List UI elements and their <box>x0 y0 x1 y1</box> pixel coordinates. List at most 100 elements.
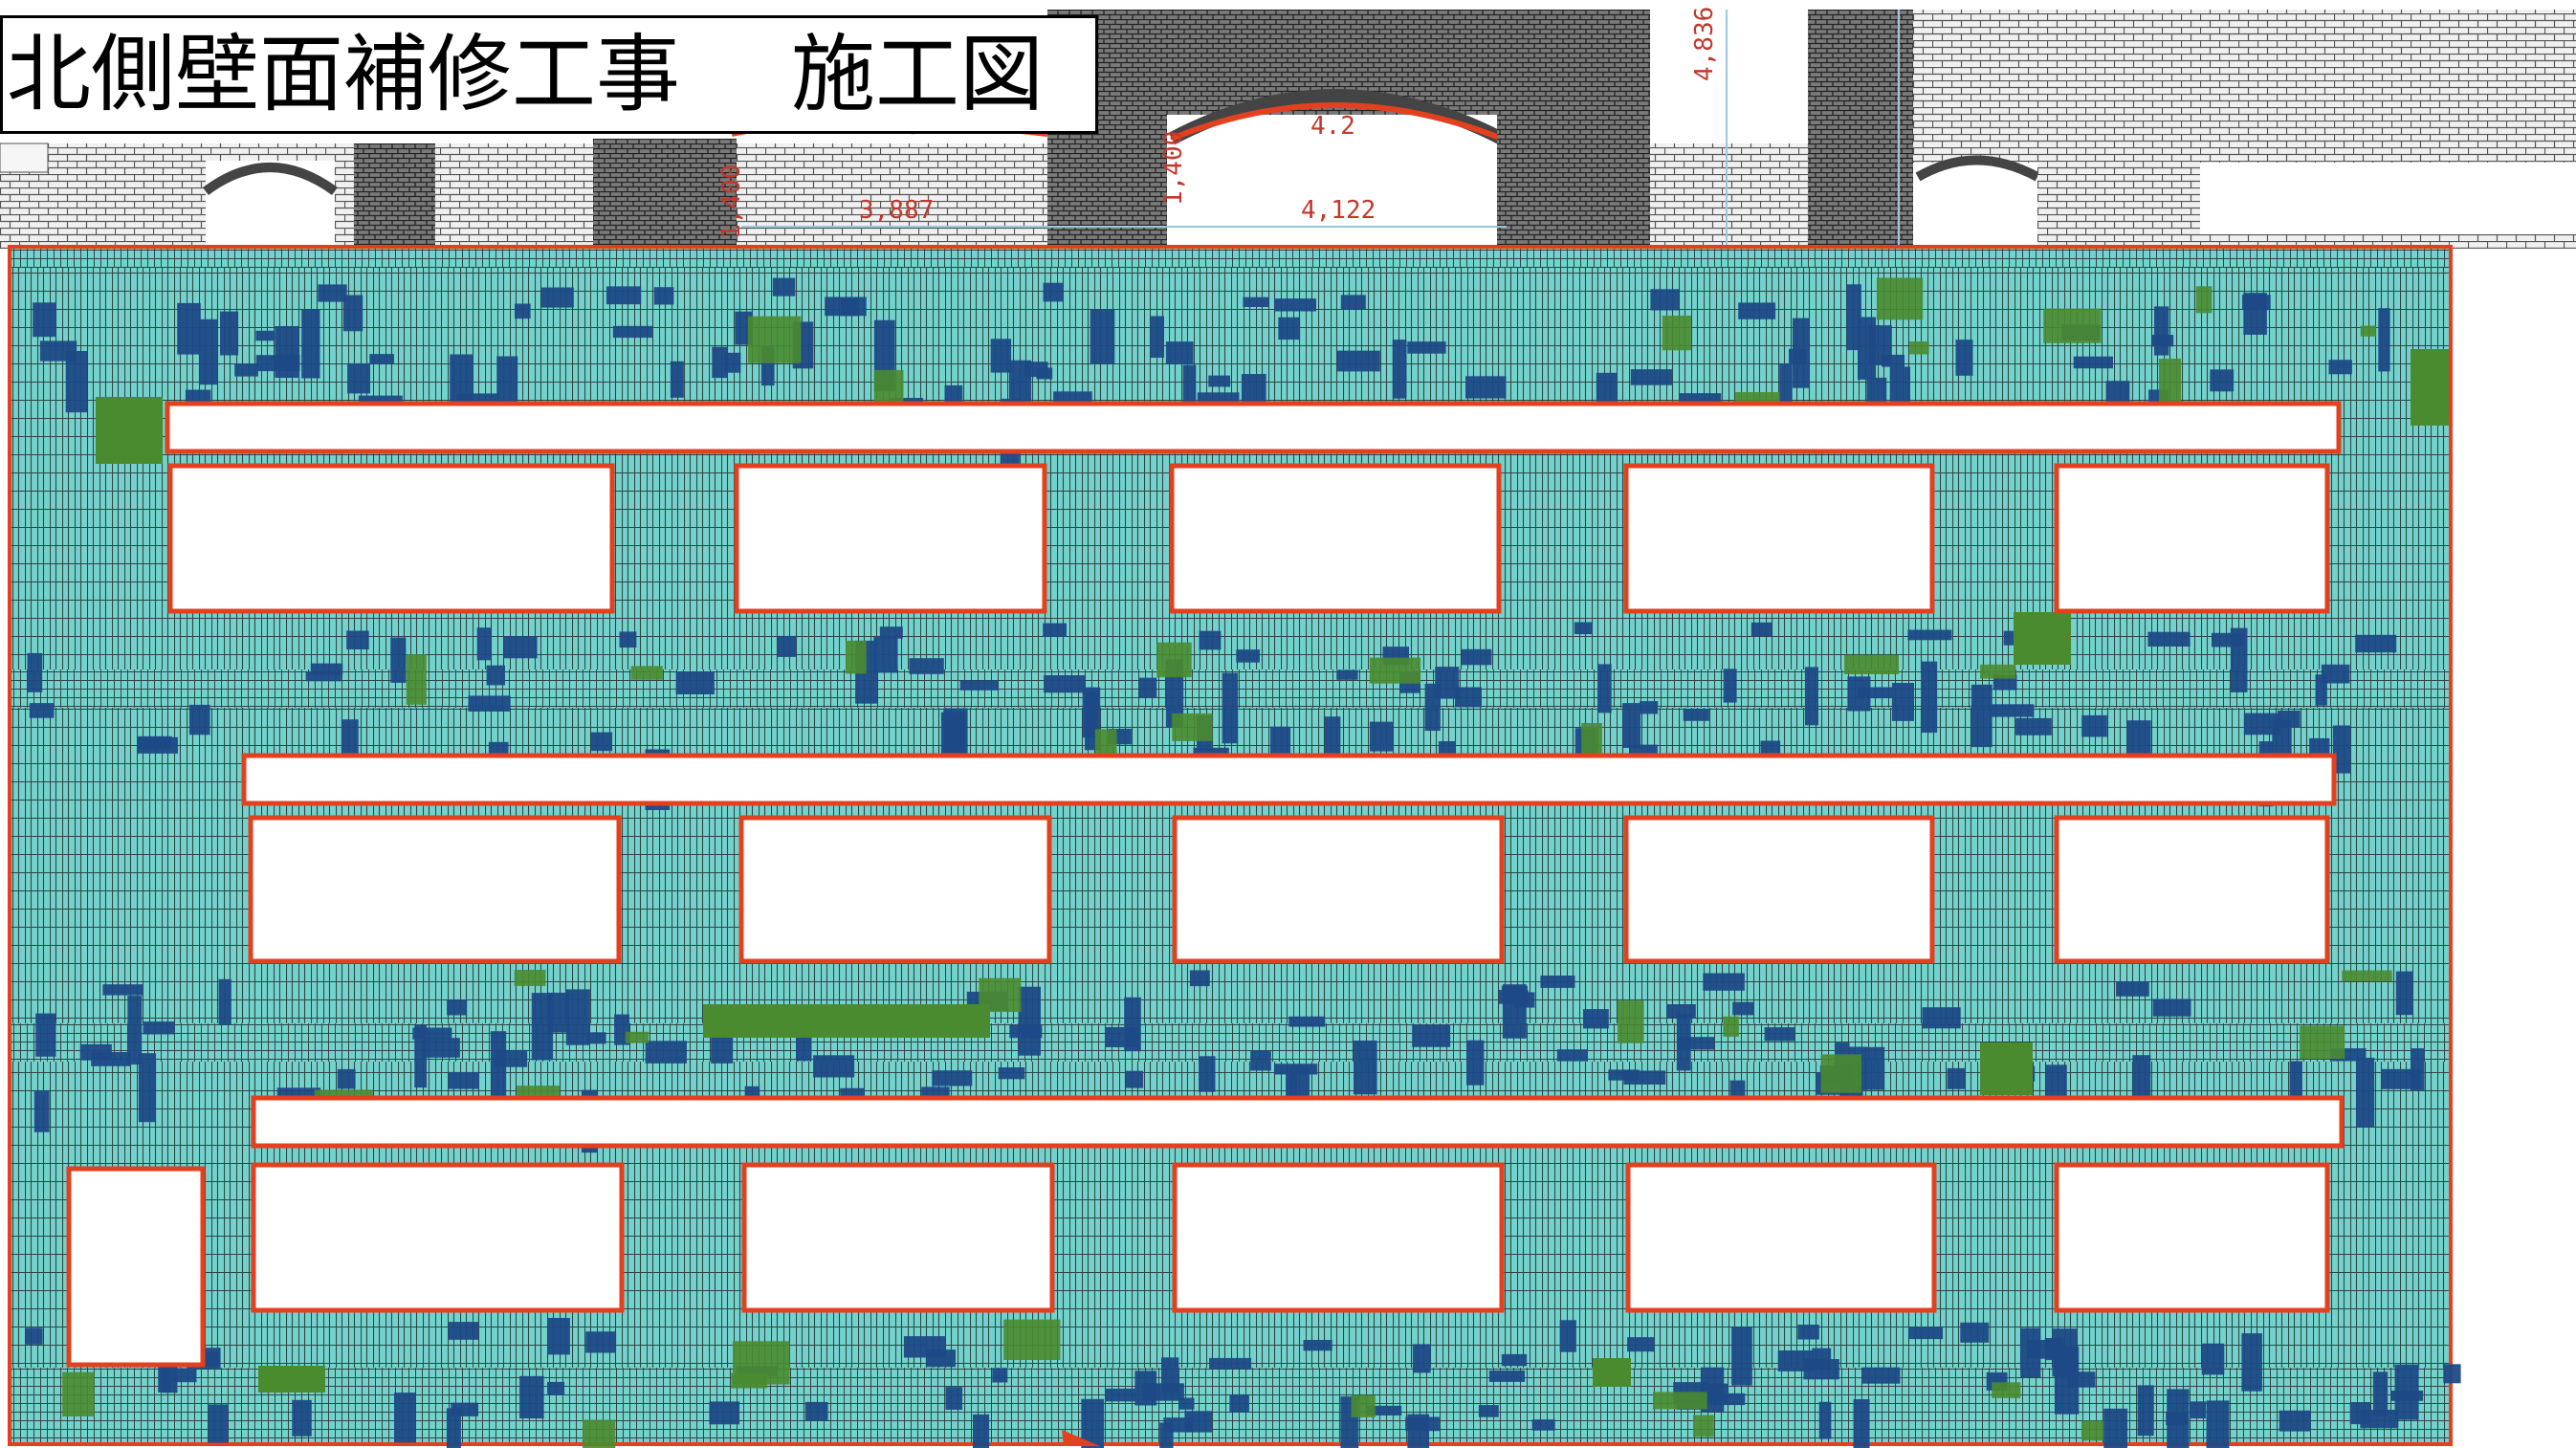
repair-mark <box>1777 1350 1814 1371</box>
repair-mark <box>137 736 178 754</box>
repair-mark <box>79 1043 112 1061</box>
repair-mark <box>476 627 492 661</box>
repair-mark <box>619 631 637 648</box>
repair-mark <box>1712 1393 1746 1406</box>
repair-mark <box>1354 1041 1377 1095</box>
repair-mark <box>1861 1367 1901 1384</box>
repair-mark <box>448 1071 479 1089</box>
window-opening <box>741 1162 1055 1313</box>
repair-mark <box>1082 691 1098 738</box>
repair-mark <box>1478 1405 1499 1417</box>
repair-mark <box>813 1055 855 1078</box>
repair-mark <box>503 636 538 659</box>
repair-mark <box>1630 369 1672 385</box>
repair-mark <box>1199 1056 1216 1092</box>
repair-mark <box>2167 1389 2190 1448</box>
repair-mark <box>390 637 407 683</box>
repair-mark <box>29 703 55 718</box>
repair-mark-green <box>1156 642 1192 678</box>
repair-mark <box>188 704 210 735</box>
repair-mark <box>1679 393 1722 404</box>
repair-mark <box>347 362 370 394</box>
repair-mark <box>2045 1064 2067 1107</box>
repair-mark-green <box>583 1419 616 1448</box>
repair-mark <box>35 1013 56 1057</box>
repair-mark-green <box>258 1366 325 1393</box>
band-opening <box>251 1095 2345 1149</box>
repair-mark-green <box>846 640 867 674</box>
repair-mark <box>1666 1004 1696 1019</box>
repair-mark <box>2394 1364 2419 1420</box>
repair-mark <box>909 658 944 674</box>
repair-mark <box>27 652 43 692</box>
repair-mark <box>1222 672 1239 744</box>
repair-mark <box>945 1387 963 1410</box>
repair-mark <box>496 356 518 409</box>
repair-mark <box>305 671 341 682</box>
repair-mark <box>1208 375 1231 387</box>
door-opening <box>66 1166 206 1368</box>
repair-mark <box>2015 717 2052 735</box>
repair-mark <box>2230 627 2248 692</box>
repair-mark <box>2081 714 2107 737</box>
repair-mark <box>2206 1400 2230 1448</box>
repair-mark <box>2137 1385 2154 1437</box>
repair-mark <box>2103 1408 2128 1448</box>
repair-mark <box>1882 354 1904 367</box>
repair-mark <box>1622 703 1641 748</box>
repair-mark-green <box>747 316 802 363</box>
repair-mark <box>2067 1371 2096 1388</box>
repair-mark-green <box>2014 612 2071 665</box>
repair-mark <box>1574 622 1593 635</box>
repair-mark-green <box>2342 970 2392 982</box>
repair-mark <box>973 1414 990 1448</box>
repair-mark <box>2356 1057 2375 1128</box>
repair-mark <box>515 303 531 319</box>
repair-mark <box>422 1038 460 1058</box>
repair-mark <box>2321 664 2350 684</box>
repair-mark <box>255 355 300 372</box>
repair-mark-green <box>2043 308 2102 343</box>
repair-mark <box>1455 687 1482 708</box>
repair-mark <box>992 1368 1008 1383</box>
window-opening <box>1625 1162 1937 1313</box>
window-opening <box>167 463 615 614</box>
repair-mark <box>1889 366 1910 408</box>
repair-mark <box>1043 623 1067 637</box>
repair-mark <box>1764 1027 1795 1042</box>
repair-mark-green <box>1351 1394 1376 1417</box>
repair-mark <box>171 1368 197 1383</box>
repair-mark <box>1703 973 1745 991</box>
repair-mark-green <box>1980 1042 2033 1095</box>
repair-mark <box>1488 1371 1526 1382</box>
repair-mark <box>39 340 77 362</box>
repair-mark-green <box>2300 1025 2345 1060</box>
repair-mark-green <box>1693 1415 1714 1437</box>
repair-mark <box>2126 720 2151 754</box>
repair-mark <box>1105 1388 1136 1402</box>
repair-mark-green <box>96 397 163 464</box>
dimension-label: 3,887 <box>859 196 934 225</box>
repair-mark <box>1908 1327 1944 1340</box>
repair-mark <box>2241 1333 2262 1392</box>
repair-mark <box>138 1053 157 1123</box>
repair-mark <box>1960 1322 1990 1343</box>
window-opening <box>2054 1162 2330 1313</box>
repair-mark <box>1303 1340 1332 1351</box>
repair-mark <box>2372 1371 2389 1416</box>
repair-mark <box>234 363 258 377</box>
window-opening <box>248 815 622 964</box>
arrow-marker <box>1062 1430 1100 1446</box>
repair-mark <box>645 1041 687 1064</box>
repair-mark <box>1738 302 1776 319</box>
repair-mark <box>220 311 239 356</box>
repair-mark <box>804 1401 828 1421</box>
repair-mark <box>612 325 652 339</box>
repair-mark <box>1556 1049 1588 1062</box>
repair-mark <box>825 296 867 317</box>
dimension-label: 1,400 <box>1159 131 1188 206</box>
repair-mark <box>2147 631 2191 647</box>
repair-mark <box>198 318 218 385</box>
repair-mark-green <box>1003 1319 1061 1360</box>
window-opening <box>1623 815 1935 964</box>
